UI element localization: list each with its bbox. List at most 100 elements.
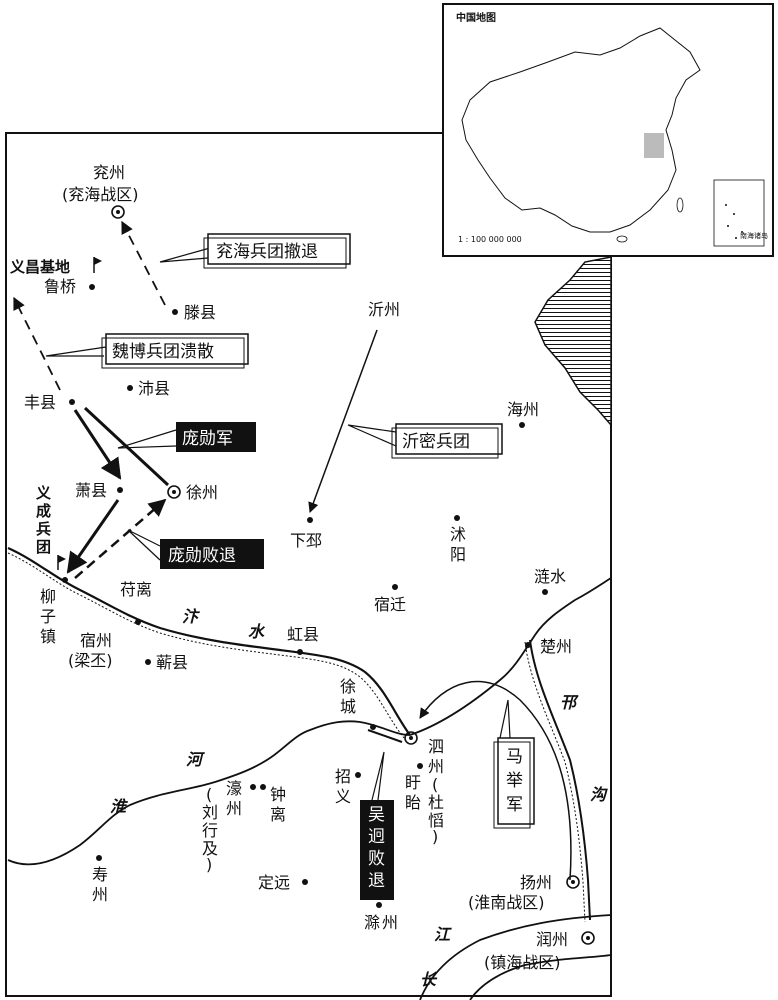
river-label-han-1: 邗 (560, 693, 579, 712)
place-qixian: 蕲县 (156, 653, 188, 672)
place-zhongli: 钟 离 (270, 785, 286, 824)
han-canal (529, 639, 591, 921)
flag-icon (57, 555, 66, 570)
pangxun-route-2 (83, 406, 170, 487)
svg-text:(: ( (432, 775, 438, 794)
river-label-bian-1: 汴 (182, 607, 200, 626)
river-label-jiang-1: 江 (434, 925, 452, 944)
svg-text:成: 成 (36, 502, 51, 520)
svg-text:泗: 泗 (428, 737, 444, 756)
callout-wujiong: 吴 迥 败 退 (360, 751, 394, 900)
svg-text:州: 州 (226, 799, 242, 818)
place-dots (62, 284, 548, 908)
pangxun-defeat-route (74, 498, 167, 579)
svg-text:州: 州 (428, 757, 444, 776)
place-xiaoxian: 萧县 (75, 481, 107, 500)
place-runzhou: 润州 (536, 930, 568, 949)
place-xiapi: 下邳 (290, 531, 322, 550)
main-map-frame (5, 132, 612, 997)
majun-route (419, 680, 572, 881)
yichang-base-label: 义昌基地 (10, 258, 70, 276)
svg-text:州: 州 (92, 885, 108, 904)
place-chuzhou-huai: 楚州 (540, 637, 572, 656)
svg-text:迥: 迥 (368, 827, 385, 847)
svg-text:刘: 刘 (202, 803, 218, 822)
place-haozhou: 濠 州 (226, 779, 242, 818)
callout-majun: 马 举 军 (493, 699, 535, 829)
yicheng-army-label: 义 成 兵 团 (36, 484, 51, 556)
svg-text:庞勋军: 庞勋军 (182, 429, 233, 449)
svg-text:镇: 镇 (40, 627, 56, 646)
place-haozhou-sub: ( 刘 行 及 ) (202, 785, 218, 874)
hainan-island (616, 235, 628, 243)
svg-text:州: 州 (382, 913, 398, 932)
svg-text:招: 招 (335, 767, 351, 786)
svg-text:举: 举 (506, 771, 523, 791)
callout-pangxun: 庞勋军 (117, 422, 256, 452)
callout-yanhai-retreat: 兖海兵团撤退 (159, 233, 351, 269)
place-liuzizhen: 柳 子 镇 (40, 587, 56, 646)
inset-title: 中国地图 (456, 11, 496, 24)
svg-text:徐: 徐 (340, 677, 356, 696)
yanhai-retreat-route (121, 220, 166, 306)
svg-text:滁: 滁 (364, 913, 380, 932)
region-highlight (644, 133, 664, 158)
place-yizhou: 沂州 (368, 300, 400, 319)
river-label-bian-2: 水 (248, 622, 266, 641)
place-xuzhou: 徐州 (186, 483, 218, 502)
svg-text:): ) (432, 827, 438, 846)
place-tengxian: 滕县 (184, 303, 216, 322)
place-xucheng: 徐 城 (340, 677, 356, 716)
svg-text:杜: 杜 (428, 793, 444, 812)
svg-text:寿: 寿 (92, 865, 108, 884)
river-label-han-2: 沟 (590, 785, 608, 804)
place-dingyuan: 定远 (258, 873, 290, 892)
place-peixian: 沛县 (138, 379, 170, 398)
place-haizhou: 海州 (507, 400, 539, 419)
pangxun-route-1 (73, 409, 122, 480)
place-shuyang-2: 阳 (450, 545, 466, 564)
place-yangzhou: 扬州 (520, 873, 552, 892)
svg-text:团: 团 (36, 538, 51, 556)
svg-text:离: 离 (270, 805, 286, 824)
place-yanzhou: 兖州 (93, 163, 125, 182)
svg-text:退: 退 (368, 871, 385, 891)
yangtze-river-south (469, 954, 612, 1000)
south-sea-inset (713, 179, 765, 247)
place-lianshui: 涟水 (534, 567, 566, 586)
place-suzhou: 宿州 (80, 631, 112, 650)
svg-text:城: 城 (340, 697, 356, 716)
svg-text:(: ( (206, 785, 212, 804)
river-label-jiang-2: 长 (420, 970, 438, 989)
place-runzhou-sub: (镇海战区) (484, 953, 561, 972)
bian-river-bank (7, 552, 405, 739)
bian-river (7, 546, 411, 736)
callout-weibo: 魏博兵团溃散 (45, 333, 249, 369)
svg-text:兵: 兵 (36, 520, 51, 538)
yimi-route (308, 329, 378, 513)
svg-text:魏博兵团溃散: 魏博兵团溃散 (112, 342, 214, 362)
svg-text:柳: 柳 (40, 587, 56, 606)
place-zhaoyi: 招 义 (335, 767, 351, 806)
svg-text:败: 败 (368, 849, 385, 869)
callout-yimi: 沂密兵团 (347, 423, 503, 459)
svg-text:沂密兵团: 沂密兵团 (402, 432, 470, 452)
weibo-route (13, 296, 61, 391)
svg-text:军: 军 (506, 795, 523, 815)
place-suzhou-sub: (梁丕) (68, 651, 113, 670)
place-shouzhou: 寿 州 (92, 865, 108, 904)
svg-text:庞勋败退: 庞勋败退 (168, 546, 236, 566)
svg-text:盱: 盱 (405, 773, 421, 792)
wujiong-route (367, 729, 403, 743)
inset-china-map: 中国地图 南海诸岛 1 : 100 000 000 (442, 3, 774, 257)
svg-text:行: 行 (202, 821, 218, 840)
taiwan-island (676, 197, 684, 213)
place-suqian: 宿迁 (374, 595, 406, 614)
city-markers (111, 205, 595, 945)
place-yangzhou-sub: (淮南战区) (468, 893, 545, 912)
sea-area (534, 256, 612, 428)
place-sizhou: 泗 州 (428, 737, 444, 776)
place-chuzhou: 滁 州 (364, 913, 398, 932)
pangxun-route-3 (66, 499, 120, 574)
